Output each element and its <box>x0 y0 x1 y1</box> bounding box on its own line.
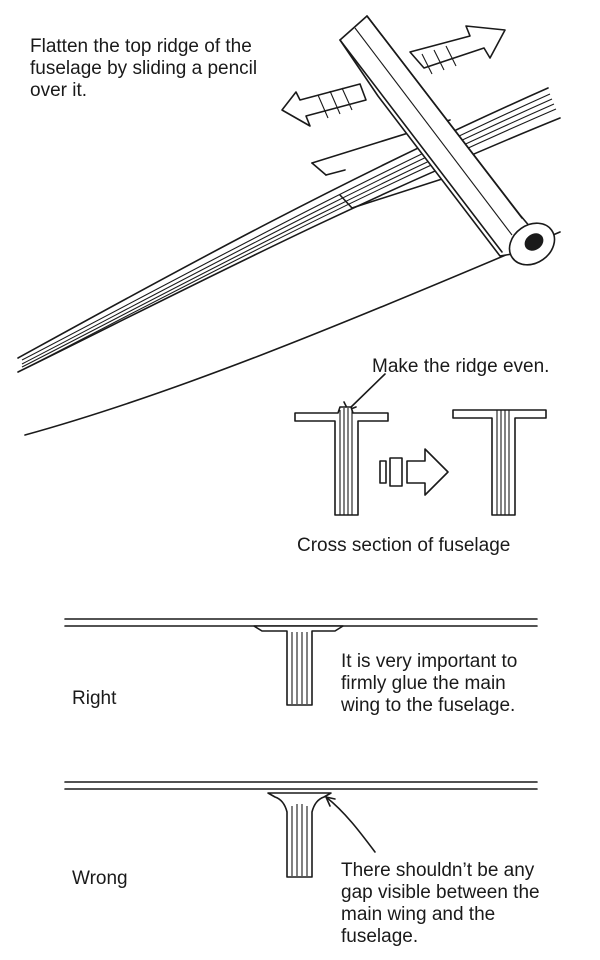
instruction-line: over it. <box>30 80 88 101</box>
note-line: There shouldn’t be any <box>341 860 535 881</box>
fuselage-drawing <box>17 87 561 436</box>
wrong-note: There shouldn’t be any gap visible betwe… <box>341 860 591 948</box>
pencil <box>339 15 556 266</box>
note-line: firmly glue the main <box>341 673 506 694</box>
wrong-label: Wrong <box>72 868 128 889</box>
process-arrow <box>379 448 449 496</box>
note-line: It is very important to <box>341 651 518 672</box>
note-line: gap visible between the <box>341 882 540 903</box>
even-cross-section <box>452 409 547 516</box>
wrong-wing-joint <box>64 781 538 878</box>
cross-section-caption: Cross section of fuselage <box>297 535 511 556</box>
ridge-callout: Make the ridge even. <box>372 356 550 377</box>
uneven-cross-section <box>294 406 389 516</box>
right-slide-arrow <box>409 25 506 75</box>
note-line: main wing and the <box>341 904 496 925</box>
instruction-text: Flatten the top ridge of the fuselage by… <box>30 36 330 102</box>
right-note: It is very important to firmly glue the … <box>341 651 581 717</box>
instruction-line: Flatten the top ridge of the <box>30 36 252 57</box>
note-line: wing to the fuselage. <box>341 695 516 716</box>
cross-section-callout-line <box>343 373 386 411</box>
note-line: fuselage. <box>341 926 419 947</box>
right-label: Right <box>72 688 117 709</box>
left-slide-arrow <box>281 83 367 127</box>
instruction-line: fuselage by sliding a pencil <box>30 58 258 79</box>
right-wing-joint <box>64 618 538 706</box>
